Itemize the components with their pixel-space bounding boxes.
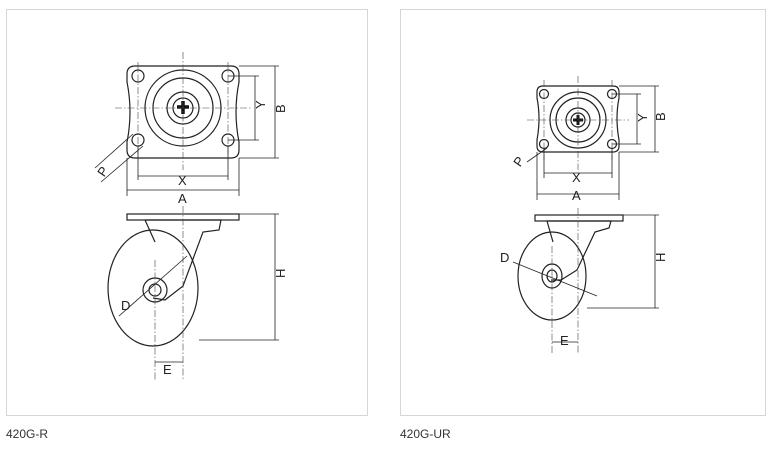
dim-label-e: E (560, 333, 569, 348)
dims-top-view (94, 65, 279, 196)
dim-label-h: H (273, 269, 288, 278)
dim-label-b: B (273, 104, 288, 113)
dim-label-x: X (572, 170, 581, 185)
top-view-plate (115, 52, 251, 170)
dim-label-x: X (178, 173, 187, 188)
side-view-caster (107, 206, 240, 380)
dim-label-b: B (653, 112, 668, 121)
dims-top-view (526, 85, 659, 200)
dim-label-p: P (94, 164, 111, 180)
drawing-panel-420g-ur: Y B X A P H D E (400, 9, 766, 416)
caster-drawing-420g-r: Y B X A P H D E (94, 52, 288, 380)
dims-side-view (552, 214, 659, 343)
dims-side-view (155, 213, 279, 363)
dim-label-a: A (572, 188, 581, 203)
dim-label-y: Y (635, 113, 650, 122)
figure-caption: 420G-R (6, 427, 49, 441)
top-view-plate (527, 76, 629, 170)
figure-caption: 420G-UR (400, 427, 451, 441)
dim-label-d: D (500, 250, 509, 265)
dim-label-h: H (653, 253, 668, 262)
dim-label-d: D (121, 298, 130, 313)
side-view-caster (512, 208, 624, 354)
dim-label-e: E (163, 362, 172, 377)
dim-label-a: A (178, 191, 187, 206)
drawing-panel-420g-r: Y B X A P H D E (6, 9, 368, 416)
dim-label-y: Y (253, 100, 268, 109)
dim-label-p: P (510, 154, 527, 170)
caster-drawing-420g-ur: Y B X A P H D E (500, 76, 668, 354)
